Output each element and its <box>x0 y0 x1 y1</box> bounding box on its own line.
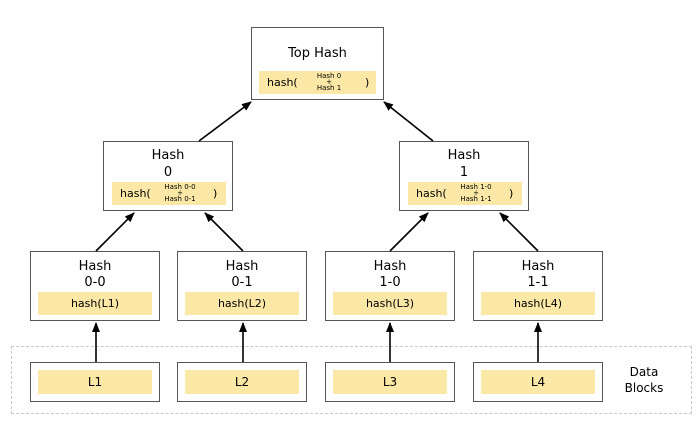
leaf-l3-highlight: L3 <box>333 370 447 394</box>
hash-1-line1: Hash 1-0 <box>460 183 492 191</box>
arrow-hash-1-0-to-hash-1 <box>389 212 429 252</box>
hash-1-close: ) <box>509 187 514 200</box>
hash-0-0-title-line2: 0-0 <box>84 275 106 290</box>
hash-1-fn: hash( <box>416 187 447 200</box>
data-blocks-label-line1: Data <box>629 365 659 379</box>
hash-1-0-fn: hash(L3) <box>365 297 415 310</box>
leaf-l4-label: L4 <box>530 375 546 389</box>
hash-1-0-node: Hash 1-0 hash(L3) <box>325 251 455 321</box>
arrow-hash-0-1-to-hash-0 <box>204 212 244 252</box>
leaf-l1-label: L1 <box>87 375 103 389</box>
hash-1-1-title-line2: 1-1 <box>527 275 549 290</box>
hash-0-0-formula: hash(L1) <box>38 292 152 315</box>
hash-1-1-node: Hash 1-1 hash(L4) <box>473 251 603 321</box>
top-hash-close: ) <box>365 76 370 89</box>
hash-1-0-title-line2: 1-0 <box>379 275 401 290</box>
hash-1-0-title-line1: Hash <box>373 259 407 274</box>
leaf-l1-node: L1 <box>30 362 160 402</box>
hash-0-node: Hash 0 hash( Hash 0-0 + Hash 0-1 ) <box>103 141 233 211</box>
hash-1-line2: Hash 1-1 <box>460 195 492 203</box>
hash-1-node: Hash 1 hash( Hash 1-0 + Hash 1-1 ) <box>399 141 529 211</box>
hash-1-1-fn: hash(L4) <box>513 297 563 310</box>
leaf-l4-node: L4 <box>473 362 603 402</box>
arrow-hash-0-to-top-hash <box>198 101 252 142</box>
top-hash-node: Top Hash hash( Hash 0 + Hash 1 ) <box>251 27 384 100</box>
top-hash-line1: Hash 0 <box>316 72 342 80</box>
top-hash-formula: hash( Hash 0 + Hash 1 ) <box>259 71 376 94</box>
top-hash-line2: Hash 1 <box>316 84 342 92</box>
hash-0-close: ) <box>213 187 218 200</box>
hash-1-0-formula: hash(L3) <box>333 292 447 315</box>
leaf-l3-node: L3 <box>325 362 455 402</box>
data-blocks-label: Data Blocks <box>614 364 674 396</box>
top-hash-fn: hash( <box>267 76 298 89</box>
hash-1-title-line1: Hash <box>447 148 481 163</box>
hash-0-fn: hash( <box>120 187 151 200</box>
leaf-l4-highlight: L4 <box>481 370 595 394</box>
hash-0-title-line1: Hash <box>151 148 185 163</box>
hash-0-0-fn: hash(L1) <box>70 297 120 310</box>
hash-0-1-title-line1: Hash <box>225 259 259 274</box>
hash-0-1-title-line2: 0-1 <box>231 275 253 290</box>
arrow-hash-1-1-to-hash-1 <box>499 212 539 252</box>
hash-0-1-node: Hash 0-1 hash(L2) <box>177 251 307 321</box>
leaf-l2-label: L2 <box>234 375 250 389</box>
hash-1-title-line2: 1 <box>459 165 469 180</box>
hash-0-0-node: Hash 0-0 hash(L1) <box>30 251 160 321</box>
top-hash-title: Top Hash <box>288 46 347 61</box>
hash-1-plus: + <box>473 189 479 197</box>
leaf-l1-highlight: L1 <box>38 370 152 394</box>
arrow-hash-0-0-to-hash-0 <box>95 212 135 252</box>
data-blocks-label-line2: Blocks <box>624 381 664 395</box>
hash-0-line2: Hash 0-1 <box>164 195 196 203</box>
hash-0-0-title-line1: Hash <box>78 259 112 274</box>
leaf-l3-label: L3 <box>382 375 398 389</box>
hash-0-title-line2: 0 <box>163 165 173 180</box>
hash-1-formula: hash( Hash 1-0 + Hash 1-1 ) <box>408 182 522 205</box>
leaf-l2-node: L2 <box>177 362 307 402</box>
arrow-hash-1-to-top-hash <box>383 101 434 142</box>
hash-0-plus: + <box>177 189 183 197</box>
hash-0-1-formula: hash(L2) <box>185 292 299 315</box>
top-hash-plus: + <box>326 78 332 86</box>
hash-0-1-fn: hash(L2) <box>217 297 267 310</box>
hash-1-1-title-line1: Hash <box>521 259 555 274</box>
hash-0-formula: hash( Hash 0-0 + Hash 0-1 ) <box>112 182 226 205</box>
hash-1-1-formula: hash(L4) <box>481 292 595 315</box>
data-blocks-group <box>11 346 692 414</box>
hash-0-line1: Hash 0-0 <box>164 183 196 191</box>
leaf-l2-highlight: L2 <box>185 370 299 394</box>
